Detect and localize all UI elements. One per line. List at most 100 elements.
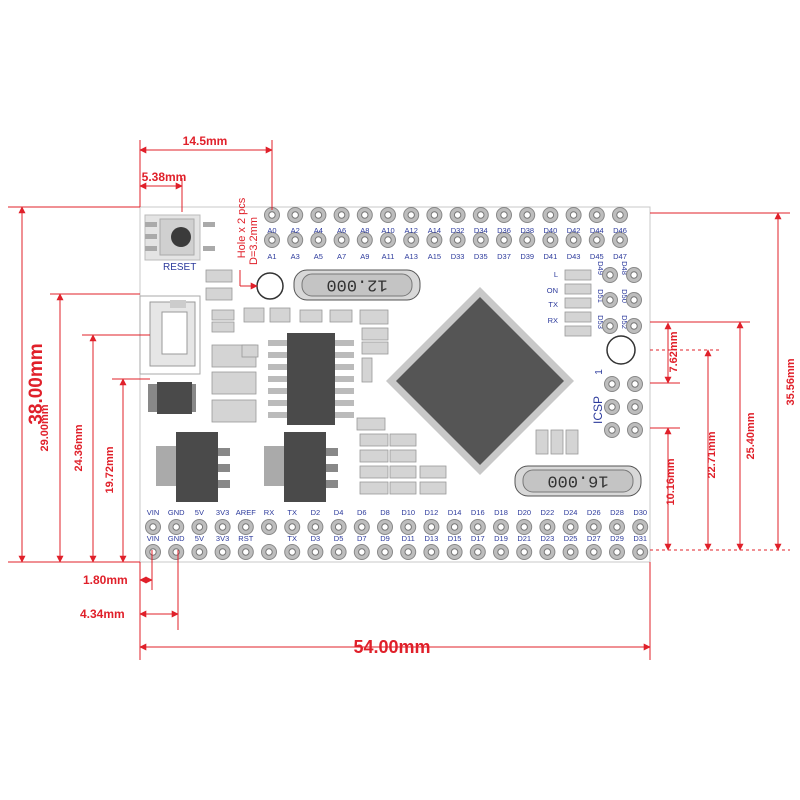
bottom-pin-label-row1: D24 <box>564 508 578 517</box>
bottom-pin-row1-hole <box>218 523 227 531</box>
hole-note-line1: Hole x 2 pcs <box>236 197 248 258</box>
top-pin-label-row1: A12 <box>405 226 418 235</box>
bottom-pin-row2-hole <box>636 548 644 556</box>
top-pin-label-row2: D43 <box>567 252 581 261</box>
dimension-lines <box>8 140 790 660</box>
bottom-pin-label-row1: D2 <box>311 508 321 517</box>
bottom-pin-label-row1: D22 <box>541 508 555 517</box>
bottom-pin-label-row2: RST <box>238 534 253 543</box>
bottom-pin-row2-hole <box>334 548 343 556</box>
led-label-tx: TX <box>548 300 558 309</box>
bottom-pin-row1-hole <box>242 523 250 531</box>
dim-reset-x: 5.38mm <box>142 170 187 184</box>
dim-1016: 10.16mm <box>665 458 677 505</box>
top-pin-label-row2: A9 <box>360 252 369 261</box>
bottom-pin-row1-hole <box>265 523 273 531</box>
top-pin-row2-hole <box>523 236 531 244</box>
bottom-pin-row1-hole <box>288 523 296 531</box>
bottom-pin-label-row1: D14 <box>448 508 462 517</box>
bottom-pin-label-row1: D4 <box>334 508 344 517</box>
mounting-hole <box>256 272 284 300</box>
dim-hole-x: 14.5mm <box>183 134 228 148</box>
bottom-pin-label-row1: GND <box>168 508 185 517</box>
side-pin-hole <box>606 296 614 304</box>
bottom-pin-label-row2: D25 <box>564 534 578 543</box>
bottom-pin-row1-hole <box>172 523 180 531</box>
bottom-pin-label-row1: D30 <box>633 508 647 517</box>
dim-2271: 22.71mm <box>706 431 718 478</box>
side-label-d50: D50 <box>620 289 629 303</box>
bottom-pin-row2-hole <box>543 548 552 556</box>
top-pin-label-row1: D46 <box>613 226 627 235</box>
hole-note-line2: D=3.2mm <box>248 217 260 265</box>
bottom-pin-label-row1: D16 <box>471 508 485 517</box>
bottom-pin-label-row1: TX <box>287 508 297 517</box>
top-header-pins: A0A1A2A3A4A5A6A7A8A9A10A11A12A13A14A15D3… <box>264 207 628 261</box>
side-header-pins <box>602 267 642 334</box>
bottom-pin-row1-hole <box>404 523 412 531</box>
top-pin-label-row1: A6 <box>337 226 346 235</box>
icsp-pin-hole <box>608 403 616 411</box>
top-pin-label-row2: A15 <box>428 252 441 261</box>
side-pin-hole <box>630 296 638 304</box>
top-pin-row2-hole <box>430 236 439 244</box>
top-pin-label-row1: A4 <box>314 226 323 235</box>
mounting-hole-2 <box>606 335 636 365</box>
bottom-pin-label-row2: D17 <box>471 534 485 543</box>
top-pin-row1-hole <box>314 211 323 219</box>
bottom-pin-label-row1: 5V <box>195 508 204 517</box>
top-pin-label-row2: D37 <box>497 252 511 261</box>
top-pin-row1-hole <box>291 211 299 219</box>
dim-434: 4.34mm <box>80 607 125 621</box>
icsp-pin1-label: 1 <box>594 369 605 375</box>
bottom-pin-label-row1: D20 <box>517 508 531 517</box>
led-label-on: ON <box>547 286 558 295</box>
bottom-pin-row2-hole <box>358 548 366 556</box>
top-pin-row2-hole <box>593 236 601 244</box>
top-pin-row1-hole <box>546 211 555 219</box>
reset-label: RESET <box>163 262 196 273</box>
bottom-pin-label-row2: D15 <box>448 534 462 543</box>
bottom-pin-row2-hole <box>381 548 389 556</box>
bottom-pin-row2-hole <box>520 548 528 556</box>
top-pin-row2-hole <box>407 236 415 244</box>
bottom-pin-label-row2: D11 <box>402 534 415 543</box>
icsp-pin-hole <box>631 403 639 411</box>
bottom-pin-row2-hole <box>195 548 204 556</box>
bottom-pin-label-row2: VIN <box>147 534 160 543</box>
bottom-pin-label-row2: D31 <box>633 534 647 543</box>
top-pin-label-row1: D44 <box>590 226 604 235</box>
top-pin-row2-hole <box>314 236 323 244</box>
top-pin-label-row2: A1 <box>267 252 276 261</box>
bottom-pin-label-row1: RX <box>264 508 274 517</box>
reset-button <box>144 214 215 261</box>
top-pin-label-row2: D35 <box>474 252 488 261</box>
bottom-pin-row1-hole <box>427 523 436 531</box>
top-pin-label-row1: D40 <box>544 226 558 235</box>
bottom-pin-label-row2: D9 <box>380 534 390 543</box>
bottom-pin-label-row2: 3V3 <box>216 534 229 543</box>
top-pin-row1-hole <box>384 211 392 219</box>
icsp-pin-hole <box>631 380 639 388</box>
top-pin-row1-hole <box>337 211 346 219</box>
top-pin-label-row2: A13 <box>405 252 418 261</box>
dim-180: 1.80mm <box>83 573 128 587</box>
top-pin-label-row2: A3 <box>291 252 300 261</box>
bottom-pin-row2-hole <box>566 548 575 556</box>
top-pin-label-row1: D32 <box>451 226 465 235</box>
top-pin-row2-hole <box>337 236 346 244</box>
top-pin-row1-hole <box>407 211 415 219</box>
side-pin-hole <box>630 271 638 279</box>
bottom-pin-label-row2: D13 <box>425 534 439 543</box>
bottom-pin-row2-hole <box>404 548 412 556</box>
icsp-header <box>604 376 643 438</box>
led-label-l: L <box>554 270 558 279</box>
side-label-d49: D49 <box>596 261 605 275</box>
icsp-pin-hole <box>608 426 616 434</box>
bottom-pin-label-row1: 3V3 <box>216 508 229 517</box>
side-label-d48: D48 <box>620 261 629 275</box>
bottom-pin-label-row2: D23 <box>541 534 555 543</box>
dim-width-total: 54.00mm <box>353 637 430 657</box>
smd-components <box>205 269 592 495</box>
